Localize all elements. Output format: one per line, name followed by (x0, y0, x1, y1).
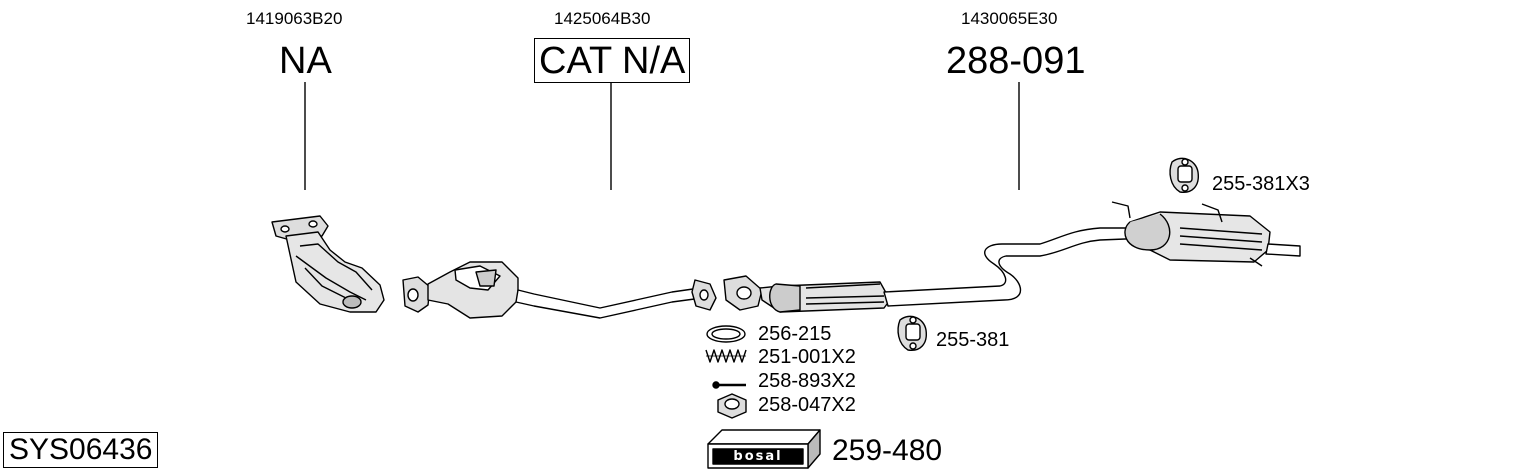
oem-number-middle: 1425064B30 (554, 9, 651, 28)
spring-label: 251-001X2 (758, 346, 856, 368)
nut-label: 258-047X2 (758, 394, 856, 416)
spring-icon (705, 349, 747, 363)
rubber-mount-rear-icon (1169, 157, 1199, 193)
oem-number-rear: 1430065E30 (961, 9, 1058, 28)
rubber-mount-front-label: 255-381 (936, 329, 1010, 351)
bosal-kit-box-icon (707, 429, 821, 469)
bosal-logo: bosal (733, 449, 783, 464)
part-number-middle: CAT N/A (534, 38, 691, 83)
nut-icon (717, 393, 747, 419)
kit-number: 259-480 (832, 434, 943, 467)
rubber-mount-rear-label: 255-381X3 (1212, 173, 1310, 195)
catalytic-converter-part (402, 261, 717, 319)
front-manifold-part (271, 215, 385, 313)
system-id: SYS06436 (3, 432, 159, 468)
part-number-rear: 288-091 (946, 40, 1086, 82)
rear-muffler-part (723, 201, 1301, 313)
rubber-mount-front-icon (897, 315, 927, 351)
bolt-label: 258-893X2 (758, 370, 856, 392)
oem-number-front: 1419063B20 (246, 9, 343, 28)
part-number-front: NA (279, 40, 332, 82)
bolt-icon (712, 381, 746, 389)
gasket-label: 256-215 (758, 323, 832, 345)
